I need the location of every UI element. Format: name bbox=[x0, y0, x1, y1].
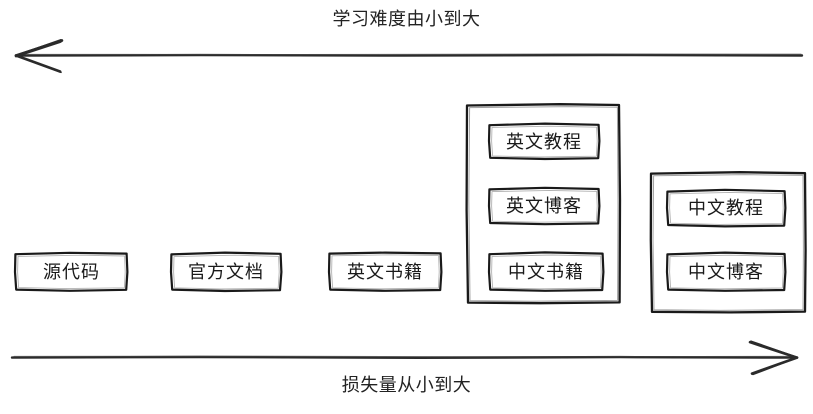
node-chinese-blogs[interactable]: 中文博客 bbox=[667, 253, 785, 291]
node-english-blogs[interactable]: 英文博客 bbox=[489, 188, 599, 224]
node-label: 英文书籍 bbox=[347, 262, 423, 282]
node-source-code[interactable]: 源代码 bbox=[15, 253, 128, 291]
node-label: 英文教程 bbox=[506, 131, 582, 152]
node-label: 中文书籍 bbox=[508, 262, 584, 282]
node-label: 源代码 bbox=[43, 262, 100, 282]
node-box-chinese-blogs bbox=[665, 251, 787, 292]
node-label: 官方文档 bbox=[188, 262, 264, 282]
information-loss-axis-label: 损失量从小到大 bbox=[341, 375, 472, 395]
node-official-docs[interactable]: 官方文档 bbox=[171, 253, 281, 291]
node-box-english-books bbox=[327, 251, 443, 292]
group-box-english bbox=[465, 103, 622, 305]
node-english-tutorials[interactable]: 英文教程 bbox=[489, 124, 599, 159]
learning-difficulty-axis-label: 学习难度由小到大 bbox=[332, 9, 481, 29]
node-box-source-code bbox=[13, 251, 129, 292]
node-chinese-tutorials[interactable]: 中文教程 bbox=[667, 190, 785, 226]
learning-difficulty-arrow bbox=[14, 39, 804, 74]
node-box-official-docs bbox=[169, 251, 283, 293]
node-chinese-books[interactable]: 中文书籍 bbox=[489, 253, 603, 291]
group-box-chinese bbox=[649, 171, 807, 314]
node-box-english-blogs bbox=[487, 186, 601, 226]
node-box-english-tutorials bbox=[487, 122, 601, 161]
node-english-books[interactable]: 英文书籍 bbox=[329, 253, 441, 291]
node-box-chinese-tutorials bbox=[665, 188, 787, 228]
node-box-chinese-books bbox=[487, 251, 605, 292]
node-label: 英文博客 bbox=[506, 196, 582, 216]
node-label: 中文教程 bbox=[688, 198, 764, 218]
node-label: 中文博客 bbox=[688, 262, 764, 282]
information-loss-arrow bbox=[10, 340, 799, 376]
